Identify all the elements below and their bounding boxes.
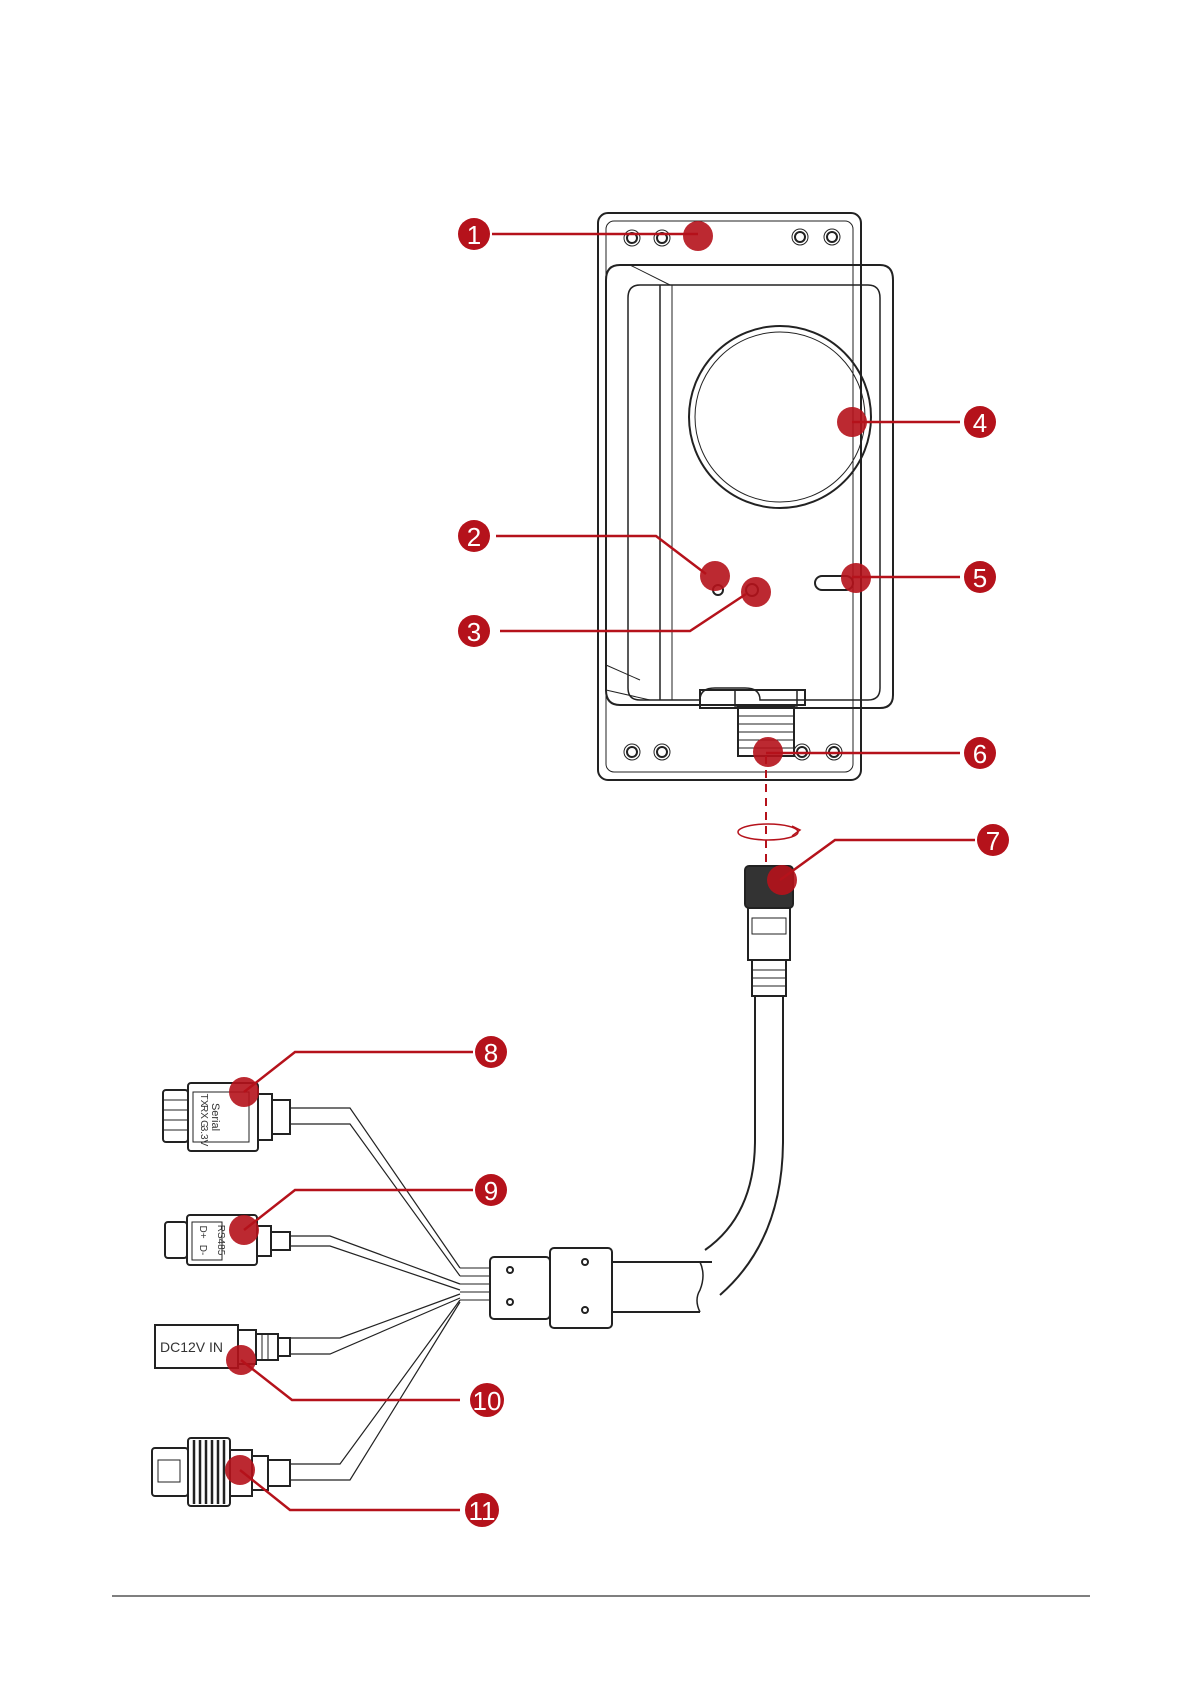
callout-6: 6 [964,737,996,769]
callout-5: 5 [964,561,996,593]
callout-11-label: 11 [469,1496,496,1526]
mounting-plate [598,213,861,780]
target-dot-10 [226,1345,256,1375]
leader-10 [241,1360,460,1400]
target-dot-8 [229,1077,259,1107]
serial-connector [163,1083,290,1151]
callout-10-label: 10 [473,1386,502,1416]
serial-title: Serial [209,1103,221,1131]
rj45-connector [152,1438,290,1506]
target-dot-3 [741,577,771,607]
target-dot-9 [229,1215,259,1245]
callout-9: 9 [475,1174,507,1206]
rs485-title: RS485 [215,1225,226,1256]
rs485-connector [165,1215,290,1265]
cable-junction [460,1248,712,1328]
callout-4-label: 4 [973,408,987,438]
leader-9 [244,1190,473,1230]
callout-3-label: 3 [467,617,481,647]
callout-7: 7 [977,824,1009,856]
callout-1: 1 [458,218,490,250]
callout-4: 4 [964,406,996,438]
serial-pin-3v3: 3.3V [198,1126,209,1147]
cable-connector [705,866,793,1295]
callout-1-label: 1 [467,220,481,250]
callout-7-label: 7 [986,826,1000,856]
callout-10: 10 [470,1383,504,1417]
power-label: DC12V IN [160,1339,223,1355]
target-dot-6 [753,737,783,767]
target-dots [225,221,871,1485]
rs485-pin-dminus: D- [197,1245,208,1256]
callout-8-label: 8 [484,1038,498,1068]
callout-5-label: 5 [973,563,987,593]
callout-9-label: 9 [484,1176,498,1206]
target-dot-5 [841,563,871,593]
callout-11: 11 [465,1493,499,1527]
leader-7 [780,840,975,880]
callout-3: 3 [458,615,490,647]
callout-2: 2 [458,520,490,552]
callout-8: 8 [475,1036,507,1068]
serial-pin-rx: RX [198,1105,209,1119]
serial-pins: TX RX G 3.3V [198,1094,209,1147]
callout-2-label: 2 [467,522,481,552]
target-dot-11 [225,1455,255,1485]
device-body [598,213,893,780]
leader-8 [244,1052,473,1092]
target-dot-7 [767,865,797,895]
target-dot-2 [700,561,730,591]
callout-6-label: 6 [973,739,987,769]
callout-badges: 1 2 3 4 5 6 7 8 [458,218,1009,1527]
fanout-wires [290,1108,460,1480]
target-dot-4 [837,407,867,437]
target-dot-1 [683,221,713,251]
leader-3 [500,594,746,631]
leader-2 [496,536,706,574]
rotate-arrow-icon [738,824,800,840]
leader-11 [240,1470,460,1510]
rs485-pin-dplus: D+ [197,1225,208,1238]
